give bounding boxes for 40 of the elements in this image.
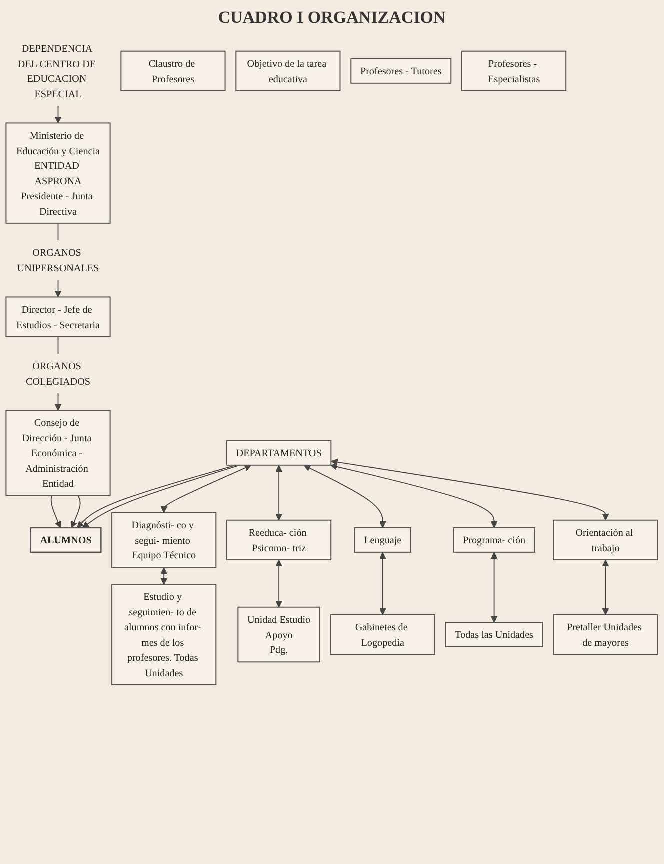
arrow — [276, 465, 282, 521]
arrow — [602, 560, 610, 616]
node-box: Programa- ción — [453, 527, 536, 553]
arrow — [160, 464, 252, 514]
node-box: Todas las Unidades — [445, 622, 544, 648]
arrow — [276, 560, 282, 608]
node-box: DEPARTAMENTOS — [226, 440, 332, 466]
node-box: ALUMNOS — [30, 527, 102, 554]
node-box: Reeduca- ción Psicomo- triz — [226, 520, 332, 560]
connector — [58, 336, 59, 354]
node-box: Diagnósti- co y segui- miento Equipo Técnico — [112, 512, 217, 568]
node-box: Consejo de Dirección - Junta Económica - Administración Entidad — [6, 410, 111, 496]
diagram-title: CUADRO I ORGANIZACION — [217, 8, 447, 28]
arrow — [54, 106, 62, 124]
node-box: Orientación al trabajo — [553, 520, 658, 560]
node-box: Director - Jefe de Estudios - Secretaria — [6, 296, 111, 338]
arrow — [160, 568, 168, 585]
node-text: ORGANOS UNIPERSONALES — [17, 246, 100, 274]
node-box: Gabinetes de Logopedia — [330, 614, 436, 656]
node-box: Profesores - Especialistas — [462, 50, 567, 92]
arrow — [490, 552, 498, 623]
node-box: Claustro de Profesores — [120, 50, 226, 92]
node-box: Pretaller Unidades de mayores — [553, 614, 658, 656]
node-text: DEPENDENCIA DEL CENTRO DE EDUCACION ESPECIAL — [18, 42, 96, 100]
arrow — [54, 393, 62, 411]
node-box: Profesores - Tutores — [350, 58, 452, 84]
arrow — [50, 495, 62, 528]
node-box: Ministerio de Educación y Ciencia ENTIDAD ASPRONA Presidente - Junta Directiva — [6, 122, 111, 224]
node-box: Lenguaje — [354, 527, 412, 553]
arrow — [379, 552, 386, 616]
node-text: ORGANOS COLEGIADOS — [26, 360, 91, 387]
node-box: Objetivo de la tarea educativa — [236, 50, 341, 92]
arrow — [304, 465, 386, 528]
connector — [58, 222, 59, 241]
arrow — [70, 495, 81, 528]
node-box: Unidad Estudio Apoyo Pdg. — [238, 606, 320, 663]
arrow — [330, 464, 498, 528]
node-box: Estudio y seguimien- to de alumnos con infor- mes de los profesores. Todas Unidades — [112, 584, 217, 686]
arrow — [54, 280, 62, 298]
arrow — [331, 458, 610, 521]
